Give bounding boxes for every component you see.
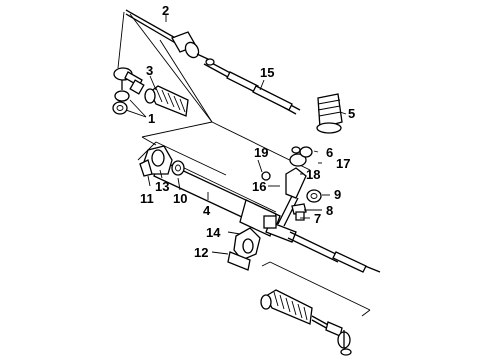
callout-12: 12 bbox=[194, 245, 208, 260]
callout-9: 9 bbox=[334, 187, 341, 202]
callout-14: 14 bbox=[206, 225, 221, 240]
rack-boot-upper bbox=[144, 85, 189, 117]
rack-housing bbox=[153, 159, 381, 273]
callout-18: 18 bbox=[306, 167, 320, 182]
assembly-bracket-left bbox=[137, 141, 227, 176]
leader-lines-group-top bbox=[117, 11, 213, 123]
inner-tie-rod-upper bbox=[125, 9, 211, 61]
callout-leaders bbox=[125, 14, 347, 255]
callout-13: 13 bbox=[155, 179, 169, 194]
callout-labels: 2 3 1 15 5 6 19 17 18 16 9 8 7 4 10 13 1… bbox=[140, 3, 355, 260]
outer-tie-rod-end-upper bbox=[113, 67, 145, 95]
callout-19: 19 bbox=[254, 145, 268, 160]
callout-15: 15 bbox=[260, 65, 274, 80]
assembly-bracket-lower bbox=[261, 261, 371, 317]
callout-17: 17 bbox=[336, 156, 350, 171]
callout-11: 11 bbox=[140, 191, 154, 206]
callout-5: 5 bbox=[348, 106, 355, 121]
outer-tie-rod-end-lower bbox=[311, 315, 352, 356]
inner-tie-rod-right bbox=[203, 58, 301, 115]
callout-1: 1 bbox=[148, 111, 155, 126]
tie-rod-jam-nut bbox=[112, 90, 130, 115]
callout-7: 7 bbox=[314, 211, 321, 226]
mount-bushing-left bbox=[139, 145, 185, 177]
rack-boot-right bbox=[316, 93, 343, 134]
callout-3: 3 bbox=[146, 63, 153, 78]
callout-10: 10 bbox=[173, 191, 187, 206]
callout-16: 16 bbox=[252, 179, 266, 194]
rack-boot-lower bbox=[260, 289, 313, 325]
callout-6: 6 bbox=[326, 145, 333, 160]
mount-bushing-right bbox=[227, 227, 261, 271]
pinion-valve-assembly bbox=[261, 146, 322, 229]
callout-2: 2 bbox=[162, 3, 169, 18]
callout-8: 8 bbox=[326, 203, 333, 218]
callout-4: 4 bbox=[203, 203, 211, 218]
